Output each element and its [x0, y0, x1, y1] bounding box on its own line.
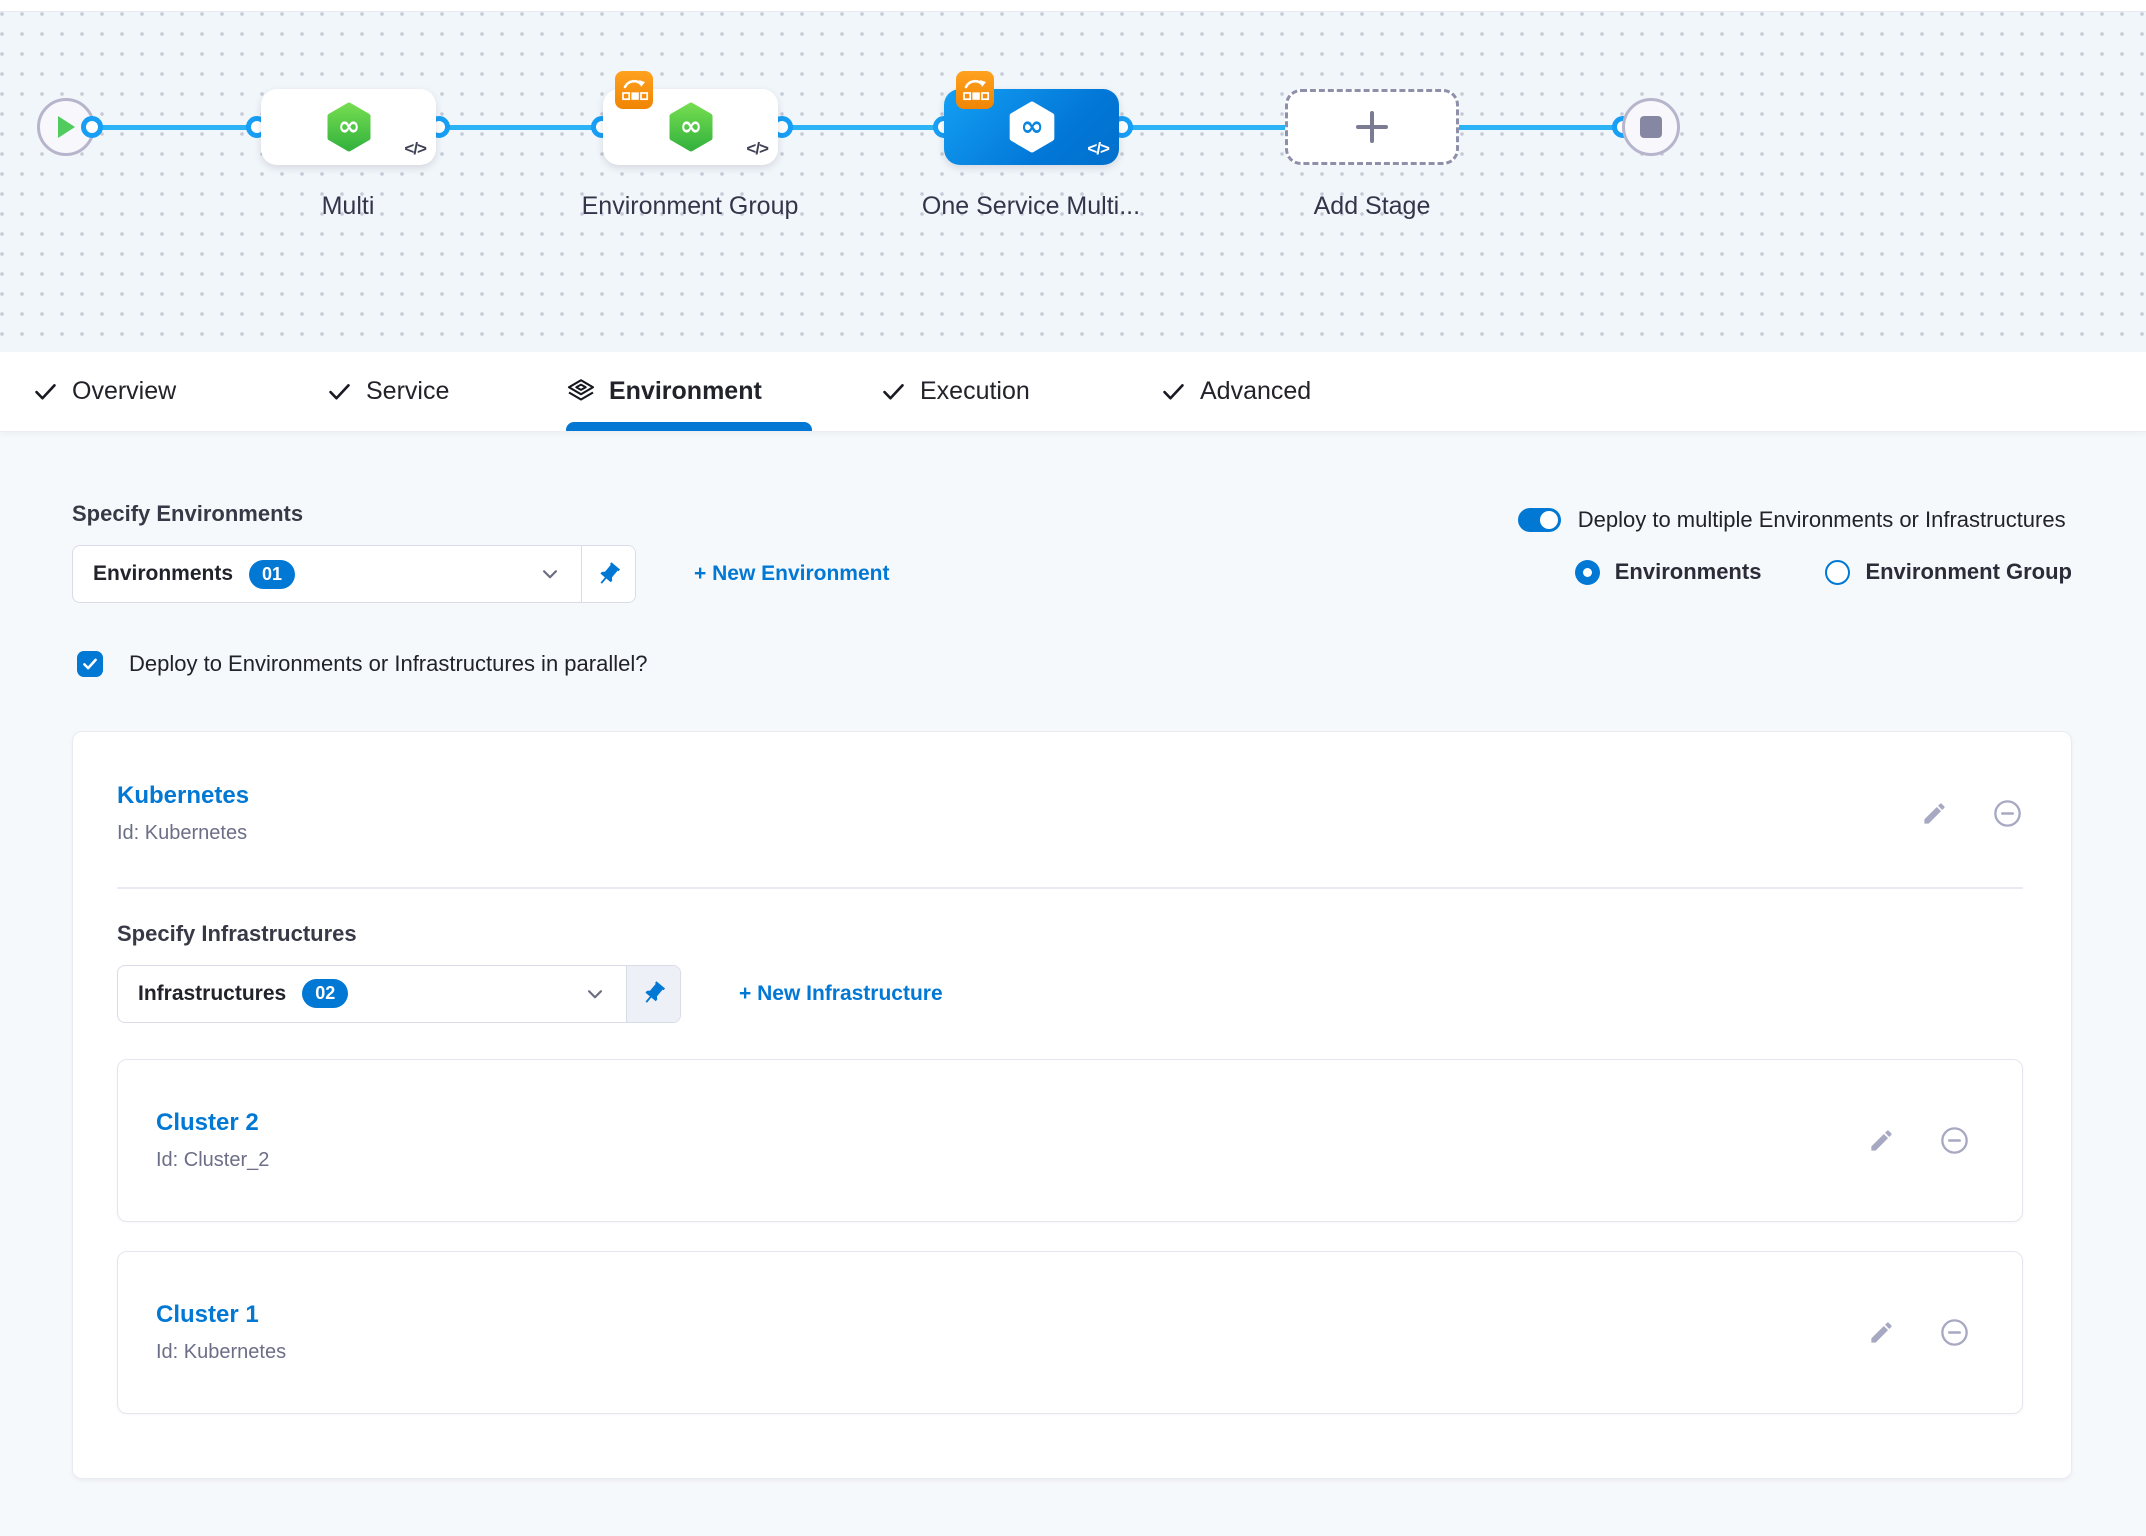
pipeline-end-node[interactable]	[1622, 98, 1680, 156]
radio-environments[interactable]: Environments	[1574, 559, 1761, 585]
edit-environment-button[interactable]	[1921, 800, 1948, 827]
environments-select[interactable]: Environments 01	[73, 546, 581, 602]
service-hexagon-icon: ∞	[1009, 101, 1054, 153]
pin-environments-button[interactable]	[581, 546, 635, 602]
tab-label: Advanced	[1200, 377, 1312, 405]
tab-environment[interactable]: Environment	[566, 352, 762, 431]
edit-infrastructure-button[interactable]	[1868, 1319, 1895, 1346]
svg-text:∞: ∞	[337, 111, 360, 142]
svg-text:∞: ∞	[1020, 109, 1043, 142]
remove-infrastructure-button[interactable]	[1939, 1125, 1970, 1156]
play-icon	[58, 116, 75, 138]
pin-icon	[600, 561, 621, 584]
infrastructure-card: Cluster 2 Id: Cluster_2	[117, 1058, 2023, 1222]
stage-label: Environment Group	[581, 192, 799, 220]
minus-circle-icon	[1941, 1126, 1968, 1154]
pin-icon	[645, 981, 666, 1003]
deploy-multiple-toggle-label: Deploy to multiple Environments or Infra…	[1577, 507, 2066, 532]
infrastructures-select-value: Infrastructures	[138, 981, 287, 1005]
pipeline-start-node[interactable]	[37, 98, 95, 156]
tab-service[interactable]: Service	[326, 352, 449, 431]
chevron-down-icon	[537, 561, 563, 587]
check-icon	[883, 384, 904, 400]
stage-node-one-service-multi[interactable]: ∞ </>	[944, 71, 1119, 165]
edit-icon	[1924, 803, 1945, 824]
tab-label: Service	[366, 377, 450, 405]
infrastructure-id: Id: Cluster_2	[156, 1148, 270, 1171]
minus-circle-icon	[1994, 800, 2021, 827]
environment-card: Kubernetes Id: Kubernetes Specify In	[72, 731, 2072, 1479]
remove-infrastructure-button[interactable]	[1939, 1317, 1970, 1348]
infrastructure-title-link[interactable]: Cluster 1	[156, 1300, 259, 1328]
infrastructures-select-group: Infrastructures 02	[117, 964, 681, 1023]
tab-label: Execution	[920, 377, 1030, 405]
stage-label: Add Stage	[1313, 192, 1431, 220]
pipeline-canvas: ∞ </> Multi ∞ </> Environment Group	[0, 12, 2146, 352]
active-tab-underline	[566, 422, 812, 431]
top-window-strip	[0, 0, 2146, 12]
new-infrastructure-link[interactable]: + New Infrastructure	[739, 981, 943, 1005]
infrastructure-id: Id: Kubernetes	[156, 1340, 287, 1363]
pin-infrastructures-button[interactable]	[626, 965, 680, 1022]
chevron-down-icon	[582, 981, 608, 1007]
deploy-parallel-checkbox-label: Deploy to Environments or Infrastructure…	[129, 651, 648, 676]
edit-infrastructure-button[interactable]	[1868, 1127, 1895, 1154]
infrastructures-count-badge: 02	[302, 979, 349, 1008]
radio-unselected-icon	[1825, 559, 1851, 585]
connector-dot	[81, 116, 103, 138]
stage-label: Multi	[321, 192, 375, 220]
tab-advanced[interactable]: Advanced	[1160, 352, 1311, 431]
add-stage-button[interactable]	[1285, 89, 1459, 165]
stage-node-environment-group[interactable]: ∞ </>	[603, 71, 778, 165]
environment-title-link[interactable]: Kubernetes	[117, 782, 250, 809]
edit-icon	[1871, 1321, 1892, 1343]
stage-node-multi[interactable]: ∞ </>	[261, 89, 436, 165]
plus-icon	[1356, 111, 1388, 143]
looping-strategy-icon	[956, 71, 994, 109]
environment-layers-icon	[567, 378, 595, 401]
service-hexagon-icon: ∞	[327, 102, 370, 152]
deploy-multiple-toggle[interactable]	[1517, 508, 1561, 532]
radio-environment-group[interactable]: Environment Group	[1825, 559, 2072, 585]
environments-count-badge: 01	[249, 559, 296, 589]
new-environment-link[interactable]: + New Environment	[694, 562, 890, 585]
radio-selected-icon	[1574, 559, 1600, 585]
tab-execution[interactable]: Execution	[880, 352, 1030, 431]
minus-circle-icon	[1941, 1318, 1968, 1346]
remove-environment-button[interactable]	[1992, 798, 2023, 829]
tab-overview[interactable]: Overview	[32, 352, 176, 431]
infrastructure-card: Cluster 1 Id: Kubernetes	[117, 1250, 2023, 1414]
yaml-toggle-icon: </>	[1087, 139, 1110, 158]
tab-label: Environment	[609, 377, 762, 405]
check-icon	[329, 384, 350, 400]
looping-strategy-icon	[615, 71, 653, 109]
svg-text:∞: ∞	[679, 111, 702, 142]
environment-tab-content: Specify Environments Environments 01	[0, 431, 2146, 1479]
yaml-toggle-icon: </>	[404, 139, 427, 158]
deploy-parallel-checkbox-row[interactable]: Deploy to Environments or Infrastructure…	[77, 651, 2072, 677]
environments-select-value: Environments	[93, 562, 234, 585]
card-divider	[117, 887, 2023, 889]
infrastructure-title-link[interactable]: Cluster 2	[156, 1108, 259, 1136]
infrastructures-select[interactable]: Infrastructures 02	[118, 966, 626, 1022]
stage-tabbar: Overview Service Environment Execution A…	[0, 352, 2146, 431]
service-hexagon-icon: ∞	[669, 102, 712, 152]
stop-icon	[1640, 116, 1662, 138]
environment-id: Id: Kubernetes	[117, 822, 248, 844]
pipeline-connector-line	[91, 125, 1632, 130]
environments-select-group: Environments 01	[72, 545, 636, 603]
check-icon	[35, 384, 56, 400]
tab-label: Overview	[72, 377, 177, 405]
edit-icon	[1871, 1129, 1892, 1151]
stage-label: One Service Multi...	[921, 192, 1141, 220]
specify-environments-heading: Specify Environments	[72, 501, 304, 526]
specify-infrastructures-heading: Specify Infrastructures	[117, 920, 357, 946]
checkbox-checked-icon	[77, 651, 103, 677]
check-icon	[1163, 384, 1184, 400]
yaml-toggle-icon: </>	[746, 139, 769, 158]
